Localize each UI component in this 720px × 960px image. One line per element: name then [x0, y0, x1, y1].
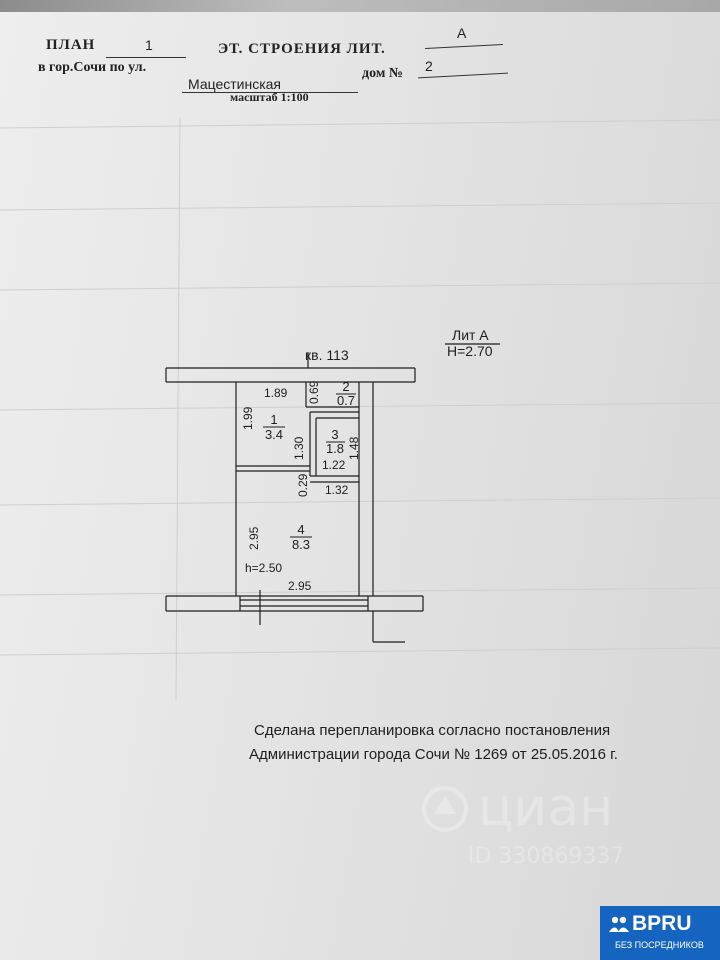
room-3-area: 1.8 [326, 441, 344, 456]
plan-underline [106, 57, 186, 58]
street-underline [182, 92, 358, 93]
dim-2-95-vertical: 2.95 [247, 526, 261, 550]
room-4-number: 4 [297, 522, 304, 537]
cian-logo-icon [422, 786, 468, 832]
room-4-area: 8.3 [292, 537, 310, 552]
dim-1-48: 1.48 [347, 436, 361, 460]
plan-value: 1 [145, 37, 153, 53]
cian-watermark-name: циан [478, 778, 614, 838]
note-line-2: Администрации города Сочи № 1269 от 25.0… [249, 746, 618, 763]
room-height-label: h=2.50 [245, 561, 282, 575]
dim-1-89: 1.89 [264, 386, 288, 400]
dim-2-95-horizontal: 2.95 [288, 579, 312, 593]
top-edge-shadow [0, 0, 720, 12]
dim-1-99: 1.99 [241, 406, 255, 430]
height-label: Н=2.70 [447, 343, 493, 359]
dim-1-32: 1.32 [325, 483, 349, 497]
lit-value: А [457, 25, 467, 41]
people-icon [609, 916, 629, 932]
floor-label: ЭТ. СТРОЕНИЯ ЛИТ. [218, 41, 386, 57]
street-value: Мацестинская [188, 76, 282, 92]
room-2-area: 0.7 [337, 393, 355, 408]
dim-1-22: 1.22 [322, 458, 346, 472]
lit-label: Лит А [452, 327, 489, 343]
room-2-number: 2 [342, 379, 349, 394]
cian-watermark-id: ID 330869337 [468, 844, 625, 869]
dim-0-29: 0.29 [296, 473, 310, 497]
bpru-badge-name: BPRU [632, 912, 692, 935]
scale-label: масштаб 1:100 [230, 90, 309, 104]
city-label: в гор.Сочи по ул. [38, 60, 147, 75]
cian-watermark: циан ID 330869337 [420, 778, 660, 878]
room-1-number: 1 [270, 412, 277, 427]
room-3-number: 3 [331, 427, 338, 442]
room-1-area: 3.4 [265, 427, 283, 442]
bpru-badge-subtitle: БЕЗ ПОСРЕДНИКОВ [615, 940, 704, 950]
apartment-label: кв. 113 [305, 347, 349, 363]
house-label: дом № [362, 66, 403, 81]
bpru-badge: BPRU БЕЗ ПОСРЕДНИКОВ [600, 906, 720, 960]
dim-0-69: 0.69 [307, 380, 321, 404]
house-value: 2 [425, 58, 433, 74]
note-line-1: Сделана перепланировка согласно постанов… [254, 722, 611, 739]
plan-label: ПЛАН [46, 37, 96, 53]
dim-1-30: 1.30 [292, 436, 306, 460]
